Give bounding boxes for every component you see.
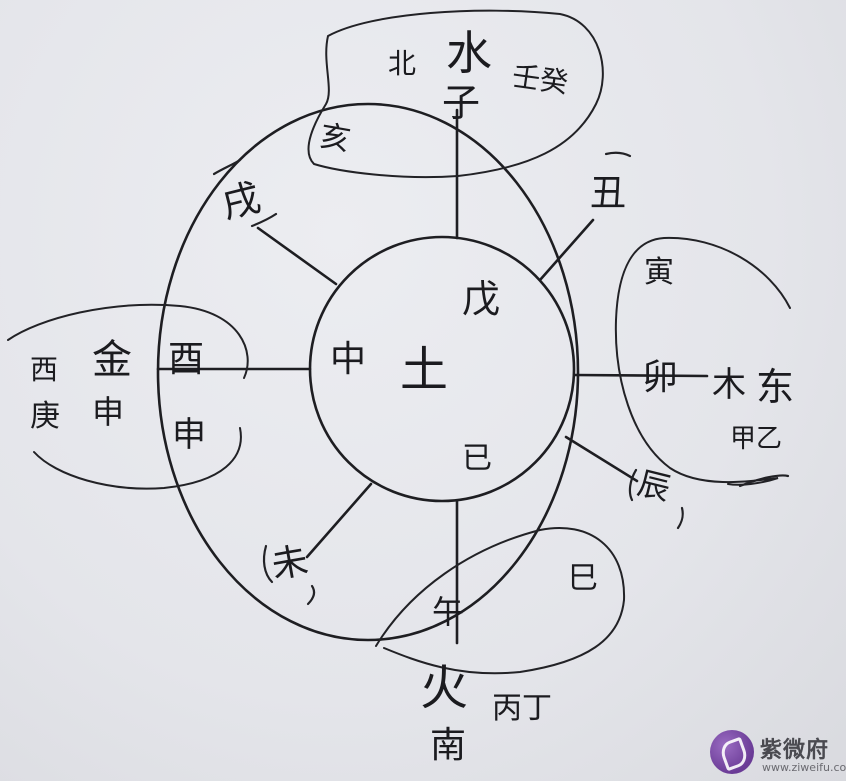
north-element-label: 水 xyxy=(446,26,492,80)
center-element-label: 土 xyxy=(400,342,449,398)
south-direction-label: 南 xyxy=(430,725,467,766)
spoke-southwest xyxy=(305,482,373,559)
north-direction-label: 北 xyxy=(388,47,417,80)
north-stems-label: 壬癸 xyxy=(510,59,571,100)
north-group-loop xyxy=(307,9,604,179)
site-watermark: 紫微府 www.ziweifu.com xyxy=(706,728,846,781)
center-stem-wu: 戊 xyxy=(462,277,501,321)
center-stem-ji: 已 xyxy=(462,441,492,476)
bracket-wei-right xyxy=(306,584,316,606)
branch-yin-label: 寅 xyxy=(644,255,674,290)
watermark-logo-icon xyxy=(710,730,754,774)
spoke-southeast xyxy=(564,435,639,483)
outer-ring xyxy=(156,102,580,642)
south-element-label: 火 xyxy=(420,660,469,716)
bracket-chen-left xyxy=(628,468,638,502)
bracket-chen-right xyxy=(676,506,684,530)
east-tail xyxy=(738,474,790,488)
west-stem-geng: 庚 xyxy=(30,399,60,434)
center-direction-label: 中 xyxy=(330,339,367,380)
spoke-east xyxy=(572,373,709,378)
bracket-xu-right xyxy=(250,212,278,228)
branch-mao-label: 卯 xyxy=(642,357,679,398)
branch-shen-label: 申 xyxy=(172,415,206,455)
branch-you-label: 酉 xyxy=(168,339,205,380)
bracket-wei-left xyxy=(262,544,274,584)
branch-hai-label: 亥 xyxy=(317,118,353,159)
watermark-name: 紫微府 xyxy=(760,738,830,763)
south-stems-label: 丙丁 xyxy=(492,691,552,726)
branch-wei-label: 未 xyxy=(268,540,312,587)
bracket-xu-left xyxy=(212,158,242,176)
spoke-northwest xyxy=(256,226,338,286)
east-element-label: 木 xyxy=(712,365,746,405)
branch-wu-label: 午 xyxy=(432,593,465,631)
watermark-url: www.ziweifu.com xyxy=(762,761,846,774)
south-group-loop xyxy=(375,527,626,675)
east-group-loop xyxy=(614,236,791,486)
branch-zi-label: 子 xyxy=(442,81,481,125)
spoke-northeast xyxy=(538,218,595,282)
bracket-chou-left xyxy=(604,151,632,158)
west-stem-shen: 申 xyxy=(92,393,125,431)
west-element-label: 金 xyxy=(92,337,132,383)
west-group-loop xyxy=(7,303,249,490)
branch-chou-label: 丑 xyxy=(590,173,627,214)
east-direction-label: 东 xyxy=(756,365,795,409)
west-direction-label: 西 xyxy=(30,353,59,386)
branch-si-label: 巳 xyxy=(568,561,598,596)
east-stems-label: 甲乙 xyxy=(730,424,783,454)
